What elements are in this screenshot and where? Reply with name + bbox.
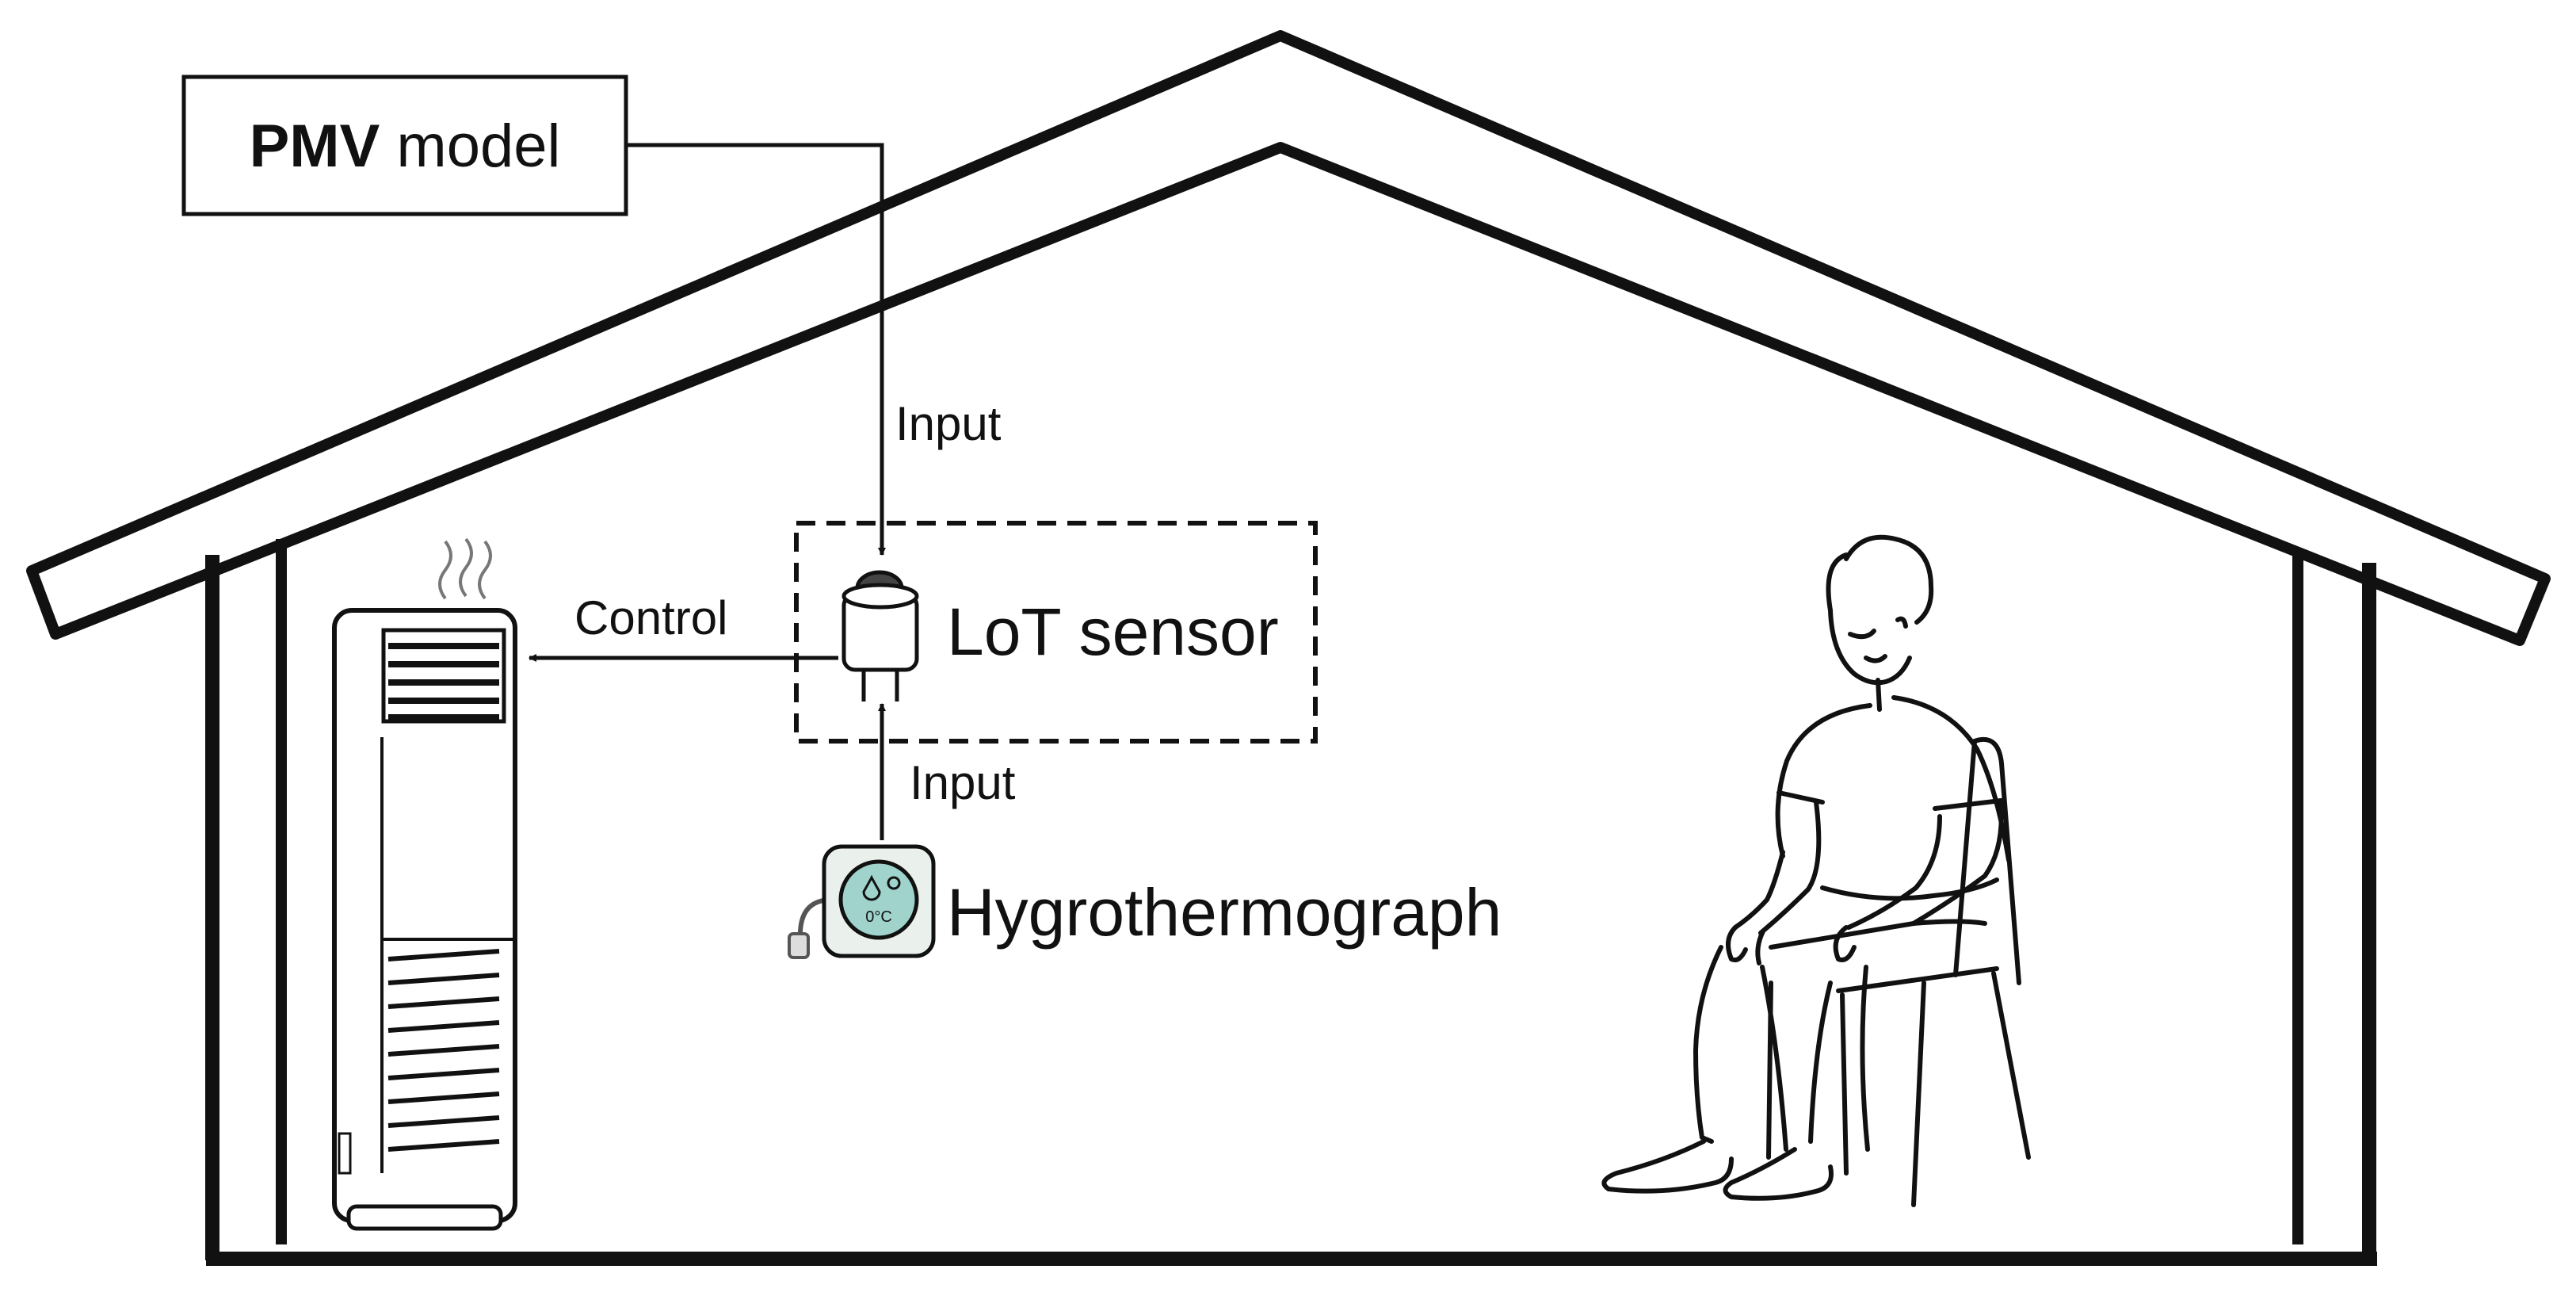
hygrothermograph-icon: 0°C — [788, 844, 936, 959]
elderly-man-seated-illustration — [1601, 534, 2031, 1207]
pmv-model-label: PMV model — [250, 113, 561, 180]
pmv-to-sensor-arrow — [626, 143, 886, 556]
input-label-bottom: Input — [910, 756, 1016, 809]
iot-sensor-icon — [841, 570, 919, 702]
sensor-dashed-box — [794, 521, 1318, 744]
air-conditioner-icon — [332, 537, 517, 1231]
sensor-label: LoT sensor — [947, 594, 1279, 669]
control-label: Control — [574, 591, 727, 644]
hygro-label: Hygrothermograph — [947, 875, 1502, 950]
hygro-display-unit: 0°C — [865, 908, 892, 926]
pmv-model-label-bold: PMV — [250, 113, 380, 180]
pmv-model-box: PMV model — [181, 75, 628, 216]
input-label-top: Input — [895, 397, 1002, 450]
pmv-model-label-rest: model — [380, 113, 560, 180]
house-outline — [26, 30, 2551, 1266]
